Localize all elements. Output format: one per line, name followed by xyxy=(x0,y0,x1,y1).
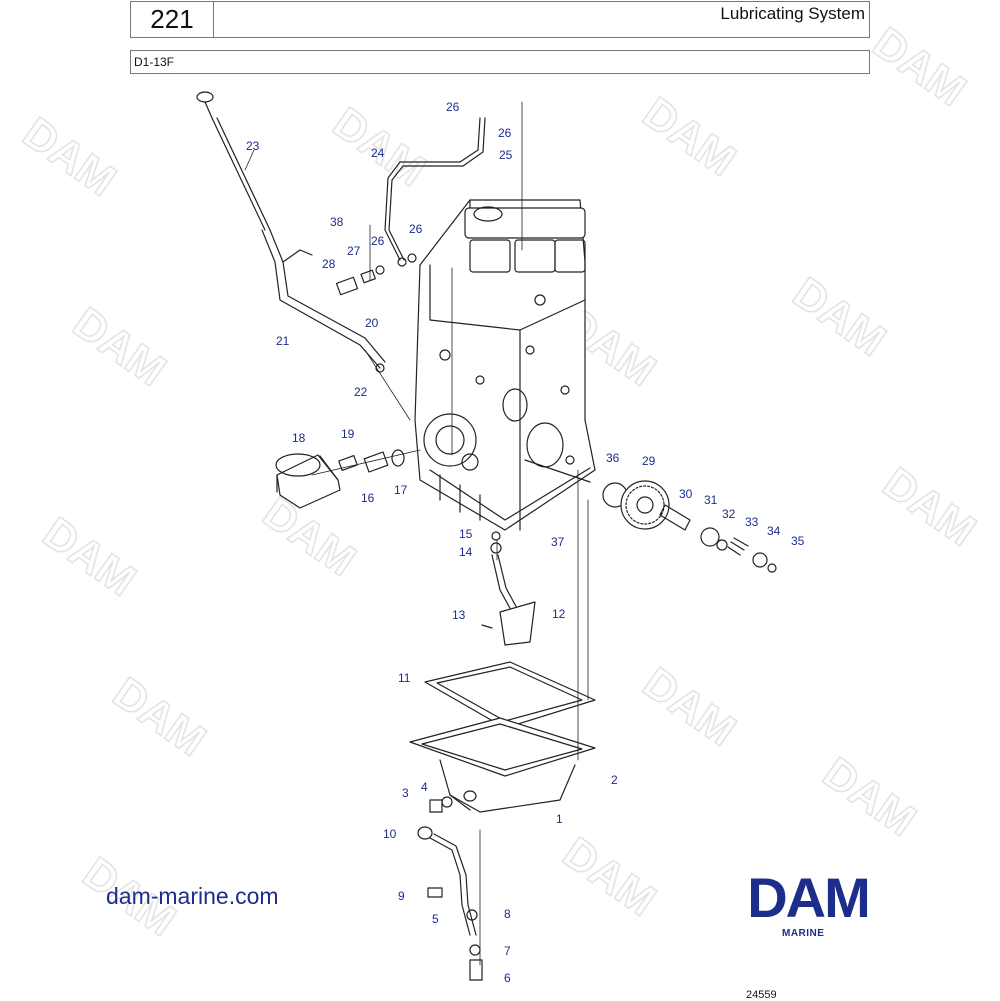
part-label: 26 xyxy=(446,100,460,114)
part-label: 18 xyxy=(292,431,306,445)
oil-pickup xyxy=(481,531,536,646)
part-label: 7 xyxy=(504,944,511,958)
watermark-text: DAM xyxy=(784,268,894,366)
part-label: 14 xyxy=(459,545,473,559)
brand-subtitle: MARINE xyxy=(782,928,825,939)
part-label: 33 xyxy=(745,515,759,529)
part-label: 31 xyxy=(704,493,718,507)
part-label: 32 xyxy=(722,507,736,521)
oil-pan xyxy=(409,717,596,813)
oil-pump-gear xyxy=(524,459,777,573)
oil-pressure-sensor xyxy=(335,253,417,296)
part-label: 17 xyxy=(394,483,408,497)
part-label: 8 xyxy=(504,907,511,921)
page-title: Lubricating System xyxy=(720,4,865,23)
part-label: 12 xyxy=(552,607,566,621)
oil-filter xyxy=(275,449,405,509)
part-label: 2 xyxy=(611,773,618,787)
part-label: 10 xyxy=(383,827,397,841)
part-label: 21 xyxy=(276,334,290,348)
watermark-text: DAM xyxy=(814,748,924,846)
part-label: 38 xyxy=(330,215,344,229)
model-bar: D1-13F xyxy=(130,50,870,74)
part-label: 4 xyxy=(421,780,428,794)
brand-logo-text: DAM xyxy=(747,872,869,922)
engine-block xyxy=(414,199,596,531)
part-label: 15 xyxy=(459,527,473,541)
drawing-number: 24559 xyxy=(746,989,777,1001)
part-label: 6 xyxy=(504,971,511,985)
leader-lines xyxy=(244,101,589,966)
part-label: 30 xyxy=(679,487,693,501)
oil-pipe xyxy=(384,117,486,261)
part-label: 22 xyxy=(354,385,368,399)
watermark-text: DAM xyxy=(634,88,744,186)
part-label: 19 xyxy=(341,427,355,441)
page-number: 221 xyxy=(131,2,214,37)
part-label: 11 xyxy=(398,671,411,685)
part-label: 16 xyxy=(361,491,375,505)
part-label: 27 xyxy=(347,244,361,258)
model-code: D1-13F xyxy=(134,55,175,69)
drain-pipe xyxy=(417,796,483,981)
part-label: 29 xyxy=(642,454,656,468)
part-label: 24 xyxy=(371,146,385,160)
watermark-text: DAM xyxy=(874,458,984,556)
watermark-text: DAM xyxy=(104,668,214,766)
oil-pan-gasket xyxy=(424,661,596,729)
part-label: 13 xyxy=(452,608,466,622)
part-labels: 1 2 3 4 5 6 7 8 9 10 11 12 13 14 15 16 1… xyxy=(246,100,805,985)
watermark-text: DAM xyxy=(14,108,124,206)
website-link[interactable]: dam-marine.com xyxy=(106,883,279,909)
part-label: 35 xyxy=(791,534,805,548)
part-label: 20 xyxy=(365,316,379,330)
watermark-text: DAM xyxy=(64,298,174,396)
watermark-text: DAM xyxy=(864,18,974,116)
part-label: 37 xyxy=(551,535,565,549)
dipstick xyxy=(196,91,386,373)
watermark-text: DAM xyxy=(554,828,664,926)
part-label: 34 xyxy=(767,524,781,538)
part-label: 5 xyxy=(432,912,439,926)
part-label: 26 xyxy=(498,126,512,140)
watermark-text: DAM xyxy=(634,658,744,756)
part-label: 1 xyxy=(556,812,563,826)
part-label: 23 xyxy=(246,139,260,153)
header-bar: 221 Lubricating System xyxy=(130,1,870,38)
part-label: 25 xyxy=(499,148,513,162)
part-label: 3 xyxy=(402,786,409,800)
part-label: 26 xyxy=(371,234,385,248)
part-label: 9 xyxy=(398,889,405,903)
brand-logo: DAM xyxy=(747,872,871,922)
part-label: 28 xyxy=(322,257,336,271)
watermark-text: DAM xyxy=(34,508,144,606)
part-label: 26 xyxy=(409,222,423,236)
part-label: 36 xyxy=(606,451,620,465)
